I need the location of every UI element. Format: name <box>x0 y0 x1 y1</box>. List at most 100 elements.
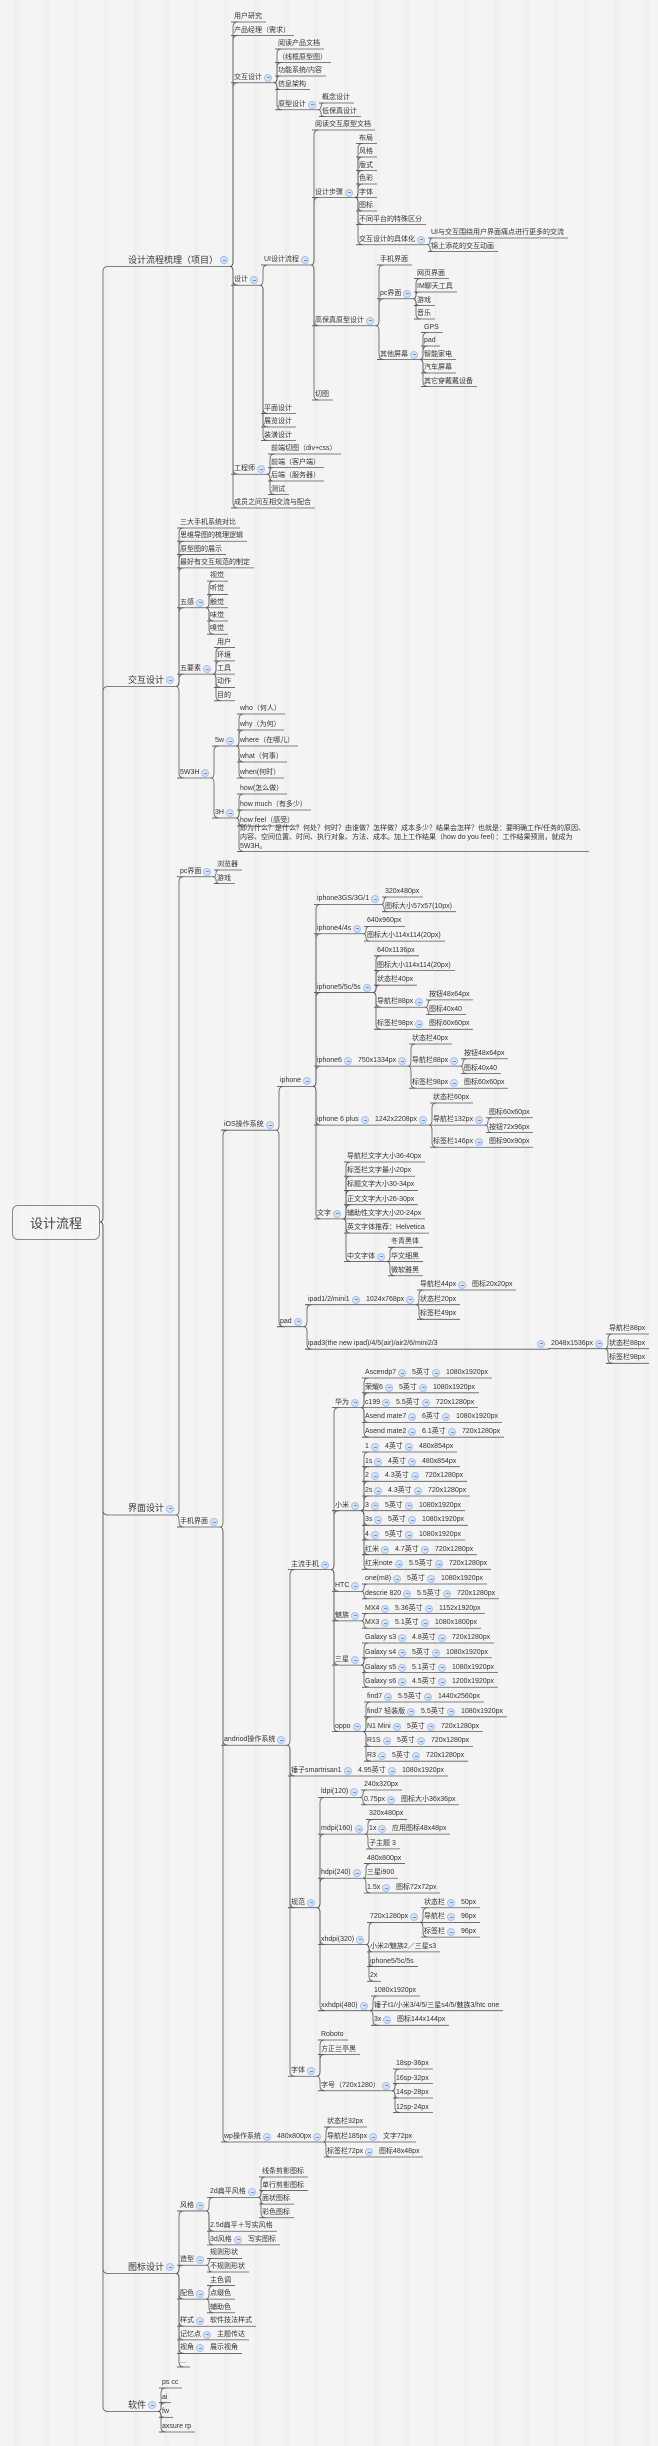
leaf-node[interactable]: 720x1280px <box>436 1398 475 1406</box>
subtopic-node[interactable]: 5英寸 <box>412 1369 430 1376</box>
subtopic-node[interactable]: 5英寸 <box>392 1752 410 1760</box>
collapse-icon[interactable] <box>313 2133 321 2141</box>
leaf-node[interactable]: 主色调 <box>210 2276 231 2284</box>
leaf-node[interactable]: 阅读交互原型文档 <box>315 121 371 128</box>
leaf-node[interactable]: 嗅觉 <box>210 625 224 633</box>
collapse-icon[interactable] <box>203 665 211 674</box>
leaf-node[interactable]: 产品经理（需求） <box>234 26 290 34</box>
leaf-node[interactable]: 状态栏20px <box>420 1295 457 1303</box>
collapse-icon[interactable] <box>393 1575 401 1583</box>
leaf-node[interactable]: 正文文字大小26-30px <box>347 1195 415 1203</box>
subtopic-node[interactable]: 1.5x <box>367 1884 381 1891</box>
collapse-icon[interactable] <box>405 1443 413 1451</box>
leaf-node[interactable]: 规则形状 <box>210 2249 238 2257</box>
leaf-node[interactable]: 游戏 <box>417 296 431 304</box>
leaf-node[interactable]: 布局 <box>359 134 373 142</box>
leaf-node[interactable]: who（何人） <box>240 705 281 712</box>
collapse-icon[interactable] <box>381 1604 389 1613</box>
subtopic-node[interactable]: 0.75px <box>364 1795 386 1803</box>
collapse-icon[interactable] <box>395 1560 403 1569</box>
subtopic-node[interactable]: 五要素 <box>180 665 201 673</box>
leaf-node[interactable]: 1080x1920px <box>419 1501 462 1509</box>
subtopic-node[interactable]: 5英寸 <box>397 1737 415 1745</box>
leaf-node[interactable]: 按钮72x96px <box>489 1123 530 1131</box>
collapse-icon[interactable] <box>196 2344 204 2353</box>
subtopic-node[interactable]: one(m8) <box>365 1575 392 1582</box>
subtopic-node[interactable]: Galaxy s3 <box>365 1634 397 1641</box>
subtopic-node[interactable]: Ascendp7 <box>365 1369 397 1376</box>
subtopic-node[interactable]: 高保真原型设计 <box>315 316 364 324</box>
collapse-icon[interactable] <box>148 2401 156 2409</box>
subtopic-node[interactable]: 视角 <box>180 2344 194 2352</box>
subtopic-node[interactable]: 4.7英寸 <box>395 1545 419 1553</box>
subtopic-node[interactable]: 其他屏幕 <box>380 350 408 358</box>
collapse-icon[interactable] <box>353 1869 361 1878</box>
leaf-node[interactable]: 网页界面 <box>417 269 445 277</box>
leaf-node[interactable]: 1080x1920px <box>419 1531 462 1538</box>
leaf-node[interactable]: 思维导图的梳理逻辑 <box>180 532 243 540</box>
collapse-icon[interactable] <box>166 1504 174 1513</box>
subtopic-node[interactable]: 配色 <box>180 2290 194 2298</box>
leaf-node[interactable]: 英文字体推荐：Helvetica <box>347 1224 425 1232</box>
subtopic-node[interactable]: Galaxy s5 <box>365 1663 397 1671</box>
subtopic-node[interactable]: 规范 <box>291 1898 305 1906</box>
subtopic-node[interactable]: wp操作系统 <box>224 2133 261 2140</box>
collapse-icon[interactable] <box>351 1398 359 1407</box>
collapse-icon[interactable] <box>344 1767 352 1775</box>
leaf-node[interactable]: 原型图的展示 <box>180 545 222 553</box>
leaf-node[interactable]: 图标144x144px <box>397 2016 446 2024</box>
leaf-node[interactable]: 640x960px <box>367 917 402 925</box>
leaf-node[interactable]: pad <box>424 337 436 344</box>
leaf-node[interactable]: 图标大小36x36px <box>401 1795 456 1803</box>
collapse-icon[interactable] <box>333 1209 341 1218</box>
leaf-node[interactable]: 彩色图标 <box>262 2208 290 2216</box>
leaf-node[interactable]: 即为什么？是什么？何处？何时？由谁做？怎样做？成本多少？结果会怎样？也就是：要明… <box>240 824 585 850</box>
leaf-node[interactable]: 低保真设计 <box>322 107 357 115</box>
collapse-icon[interactable] <box>307 2067 315 2076</box>
collapse-icon[interactable] <box>196 2317 204 2326</box>
leaf-node[interactable]: 1200x1920px <box>452 1678 495 1686</box>
leaf-node[interactable]: 1080x1800px <box>435 1619 478 1627</box>
subtopic-node[interactable]: 4.5英寸 <box>412 1678 436 1686</box>
leaf-node[interactable]: 按钮48x64px <box>429 990 470 998</box>
subtopic-node[interactable]: 5.5英寸 <box>398 1693 422 1700</box>
subtopic-node[interactable]: 3H <box>215 809 224 816</box>
leaf-node[interactable]: 720x1280px <box>431 1737 470 1745</box>
subtopic-node[interactable]: 风格 <box>180 2201 194 2209</box>
leaf-node[interactable]: 点缀色 <box>210 2290 231 2298</box>
subtopic-node[interactable]: iphone4/4s <box>317 924 352 932</box>
subtopic-node[interactable]: 5英寸 <box>399 1383 417 1391</box>
leaf-node[interactable]: 12sp-24px <box>396 2103 429 2111</box>
leaf-node[interactable]: 锦上添花的交互动画 <box>431 242 494 250</box>
leaf-node[interactable]: 辅助性文字大小20-24px <box>347 1209 422 1217</box>
subtopic-node[interactable]: hdpi(240) <box>321 1869 351 1877</box>
collapse-icon[interactable] <box>398 1663 406 1672</box>
topic-node[interactable]: 交互设计 <box>128 674 165 685</box>
collapse-icon[interactable] <box>353 924 361 933</box>
leaf-node[interactable]: 480x854px <box>419 1443 454 1450</box>
leaf-node[interactable]: 汽车屏幕 <box>424 364 452 371</box>
leaf-node[interactable]: 2.5d扁平＋写实风格 <box>210 2222 273 2230</box>
collapse-icon[interactable] <box>356 1935 364 1944</box>
collapse-icon[interactable] <box>422 1398 430 1407</box>
leaf-node[interactable]: 标题文字大小30-34px <box>347 1181 415 1189</box>
leaf-node[interactable]: 冬青黑体 <box>391 1238 419 1246</box>
leaf-node[interactable]: 状态栏88px <box>609 1339 646 1347</box>
subtopic-node[interactable]: HTC <box>335 1582 350 1590</box>
subtopic-node[interactable]: 4.3英寸 <box>388 1487 412 1494</box>
subtopic-node[interactable]: 设计步骤 <box>315 188 343 196</box>
collapse-icon[interactable] <box>263 2133 271 2141</box>
leaf-node[interactable]: 1080x1920px <box>446 1369 489 1376</box>
subtopic-node[interactable]: 造型 <box>180 2256 194 2264</box>
collapse-icon[interactable] <box>408 1413 416 1422</box>
collapse-icon[interactable] <box>226 809 234 817</box>
leaf-node[interactable]: 图标20x20px <box>472 1281 513 1288</box>
leaf-node[interactable]: 展示视角 <box>210 2344 238 2352</box>
leaf-node[interactable]: 图标48x48px <box>379 2148 420 2155</box>
leaf-node[interactable]: 智能家电 <box>424 350 452 358</box>
collapse-icon[interactable] <box>398 1057 406 1066</box>
collapse-icon[interactable] <box>196 2201 204 2210</box>
collapse-icon[interactable] <box>388 1767 396 1775</box>
subtopic-node[interactable]: iphone 6 plus <box>317 1116 359 1124</box>
subtopic-node[interactable]: 导航栏 <box>424 1913 445 1921</box>
